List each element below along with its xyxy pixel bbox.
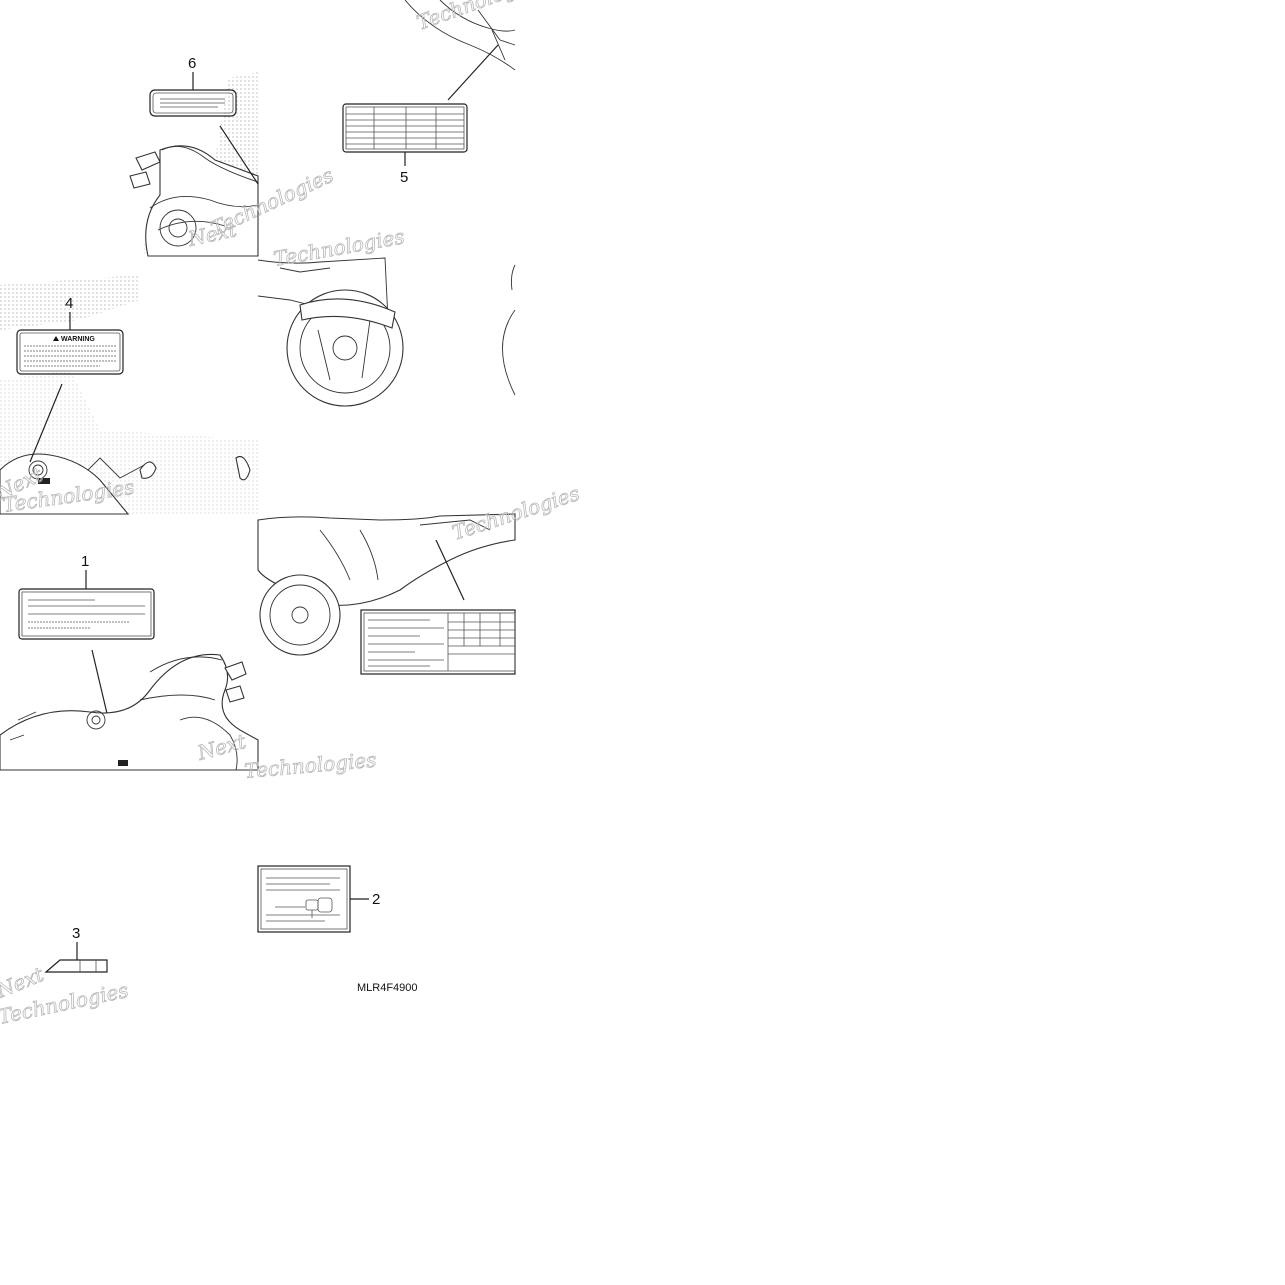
callout-3: 3 [72, 925, 80, 942]
watermark: Technologies [271, 224, 407, 271]
motorcycle-front-quarter-illustration [257, 513, 516, 656]
label-4-sticker: WARNING [16, 329, 124, 375]
label-2-sticker [257, 865, 351, 933]
leader-line-6 [219, 125, 259, 185]
warning-triangle-icon [53, 336, 59, 341]
label-5-sticker [342, 103, 468, 153]
watermark: Next Technologies [194, 728, 378, 783]
leader-line-5 [447, 44, 499, 101]
label-3-sticker [44, 959, 108, 973]
callout-5: 5 [400, 169, 408, 186]
tile-label-3: 3 Next Technologies [0, 925, 131, 1029]
label-1-sticker [18, 588, 155, 640]
motorcycle-rear-illustration [129, 145, 259, 257]
motorcycle-front-illustration [257, 257, 516, 407]
svg-text:Technologies: Technologies [272, 224, 407, 271]
tile-front-view: Technologies [257, 224, 516, 407]
svg-text:Technologies: Technologies [414, 0, 547, 35]
stipple-shading [0, 275, 140, 330]
motorcycle-tank-illustration [0, 453, 251, 515]
tile-label-2: 2 [257, 865, 380, 933]
callout-2: 2 [372, 891, 380, 908]
watermark: Technologies [413, 0, 547, 35]
spec-label-sticker [360, 609, 516, 675]
label-4-location-mark [38, 478, 50, 484]
tile-label-5: 5 Technologies [342, 0, 547, 186]
callout-4: 4 [65, 295, 73, 312]
callout-6: 6 [188, 55, 196, 72]
tile-spec-label: Technologies [257, 481, 583, 675]
callout-1: 1 [81, 553, 89, 570]
figure-code: MLR4F4900 [357, 982, 418, 994]
key-icon [305, 897, 333, 918]
svg-text:Technologies: Technologies [449, 481, 582, 545]
watermark: Technologies [449, 481, 583, 546]
svg-text:Technologies: Technologies [243, 748, 377, 783]
leader-line-4 [29, 383, 63, 463]
motorcycle-side-illustration [0, 653, 259, 771]
tile-label-4: WARNING 4 Next Technologies [0, 275, 258, 517]
leader-line-spec [435, 539, 465, 601]
tile-label-6: 6 Next Technologies [129, 55, 337, 257]
motorcycle-frame-illustration [404, 0, 516, 71]
warning-label-text: WARNING [61, 336, 95, 343]
label-1-location-mark [118, 760, 128, 766]
